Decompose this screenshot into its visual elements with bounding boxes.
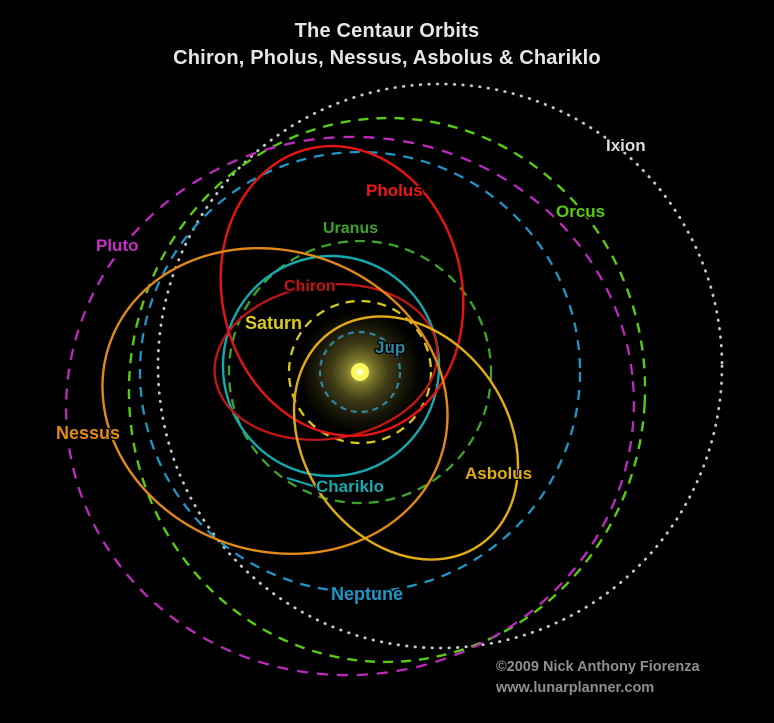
label-ixion: Ixion: [606, 136, 646, 155]
label-orcus: Orcus: [556, 202, 605, 221]
orbit-ixion: [156, 82, 724, 650]
title-line1: The Centaur Orbits: [294, 20, 480, 42]
title: The Centaur Orbits Chiron, Pholus, Nessu…: [0, 18, 774, 72]
label-asbolus: Asbolus: [465, 464, 532, 483]
credit-line2: www.lunarplanner.com: [496, 679, 655, 696]
label-neptune: Neptune: [331, 584, 403, 604]
orbit-chiron: [213, 283, 439, 441]
orbit-nessus: [101, 246, 449, 556]
orbit-uranus: [227, 239, 493, 505]
credit-line1: ©2009 Nick Anthony Fiorenza: [496, 659, 700, 675]
sun-core-highlight: [356, 368, 364, 376]
credit: ©2009 Nick Anthony Fiorenza www.lunarpla…: [496, 657, 700, 698]
orbit-neptune: [138, 150, 582, 594]
orbit-pholus: [219, 144, 465, 438]
orbit-asbolus: [292, 315, 520, 561]
label-chiron: Chiron: [284, 278, 336, 295]
label-saturn: Saturn: [245, 313, 302, 333]
label-leader-chariklo: [286, 477, 314, 487]
orbit-pluto: [64, 135, 636, 677]
label-jupiter: Jup: [375, 338, 405, 357]
label-pholus: Pholus: [366, 181, 423, 200]
label-chariklo: Chariklo: [316, 477, 384, 496]
orbit-orcus: [127, 116, 647, 664]
label-pluto: Pluto: [96, 236, 139, 255]
label-uranus: Uranus: [323, 220, 378, 237]
label-nessus: Nessus: [56, 423, 120, 443]
orbit-jupiter: [318, 330, 402, 414]
orbit-saturn: [287, 299, 433, 445]
title-line2: Chiron, Pholus, Nessus, Asbolus & Charik…: [173, 47, 601, 69]
